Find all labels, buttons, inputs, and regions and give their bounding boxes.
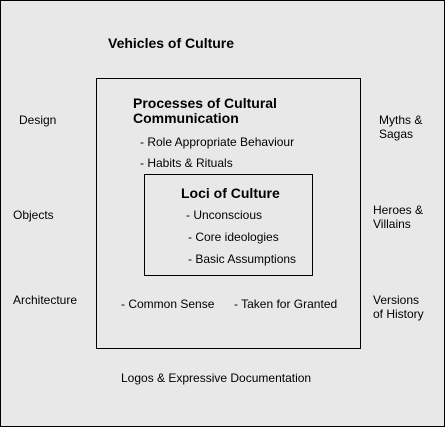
inner-item-basic-assumptions: - Basic Assumptions xyxy=(188,252,297,266)
right-item-myths-sagas-line2: Sagas xyxy=(379,127,414,141)
left-item-objects: Objects xyxy=(13,208,54,222)
right-item-versions-of-history-line1: Versions xyxy=(373,293,420,307)
middle-item-habits-rituals: - Habits & Rituals xyxy=(140,156,233,170)
inner-item-unconscious: - Unconscious xyxy=(186,208,263,222)
left-item-architecture: Architecture xyxy=(13,293,78,307)
bottom-item-logos: Logos & Expressive Documentation xyxy=(121,371,312,385)
inner-item-core-ideologies: - Core ideologies xyxy=(188,230,279,244)
vehicles-of-culture-title: Vehicles of Culture xyxy=(108,35,235,51)
middle-item-common-sense: - Common Sense xyxy=(121,297,215,311)
right-item-versions-of-history-line2: of History xyxy=(373,307,424,321)
middle-item-taken-for-granted: - Taken for Granted xyxy=(234,297,338,311)
right-item-heroes-villains-line1: Heroes & xyxy=(373,203,424,217)
processes-title-line2: Communication xyxy=(133,110,239,126)
loci-of-culture-box xyxy=(144,174,313,276)
processes-title-line1: Processes of Cultural xyxy=(133,95,277,111)
middle-item-role-appropriate-behaviour: - Role Appropriate Behaviour xyxy=(140,135,295,149)
loci-of-culture-title: Loci of Culture xyxy=(181,185,280,201)
right-item-heroes-villains-line2: Villains xyxy=(373,217,411,231)
right-item-myths-sagas-line1: Myths & xyxy=(379,113,423,127)
left-item-design: Design xyxy=(19,113,57,127)
